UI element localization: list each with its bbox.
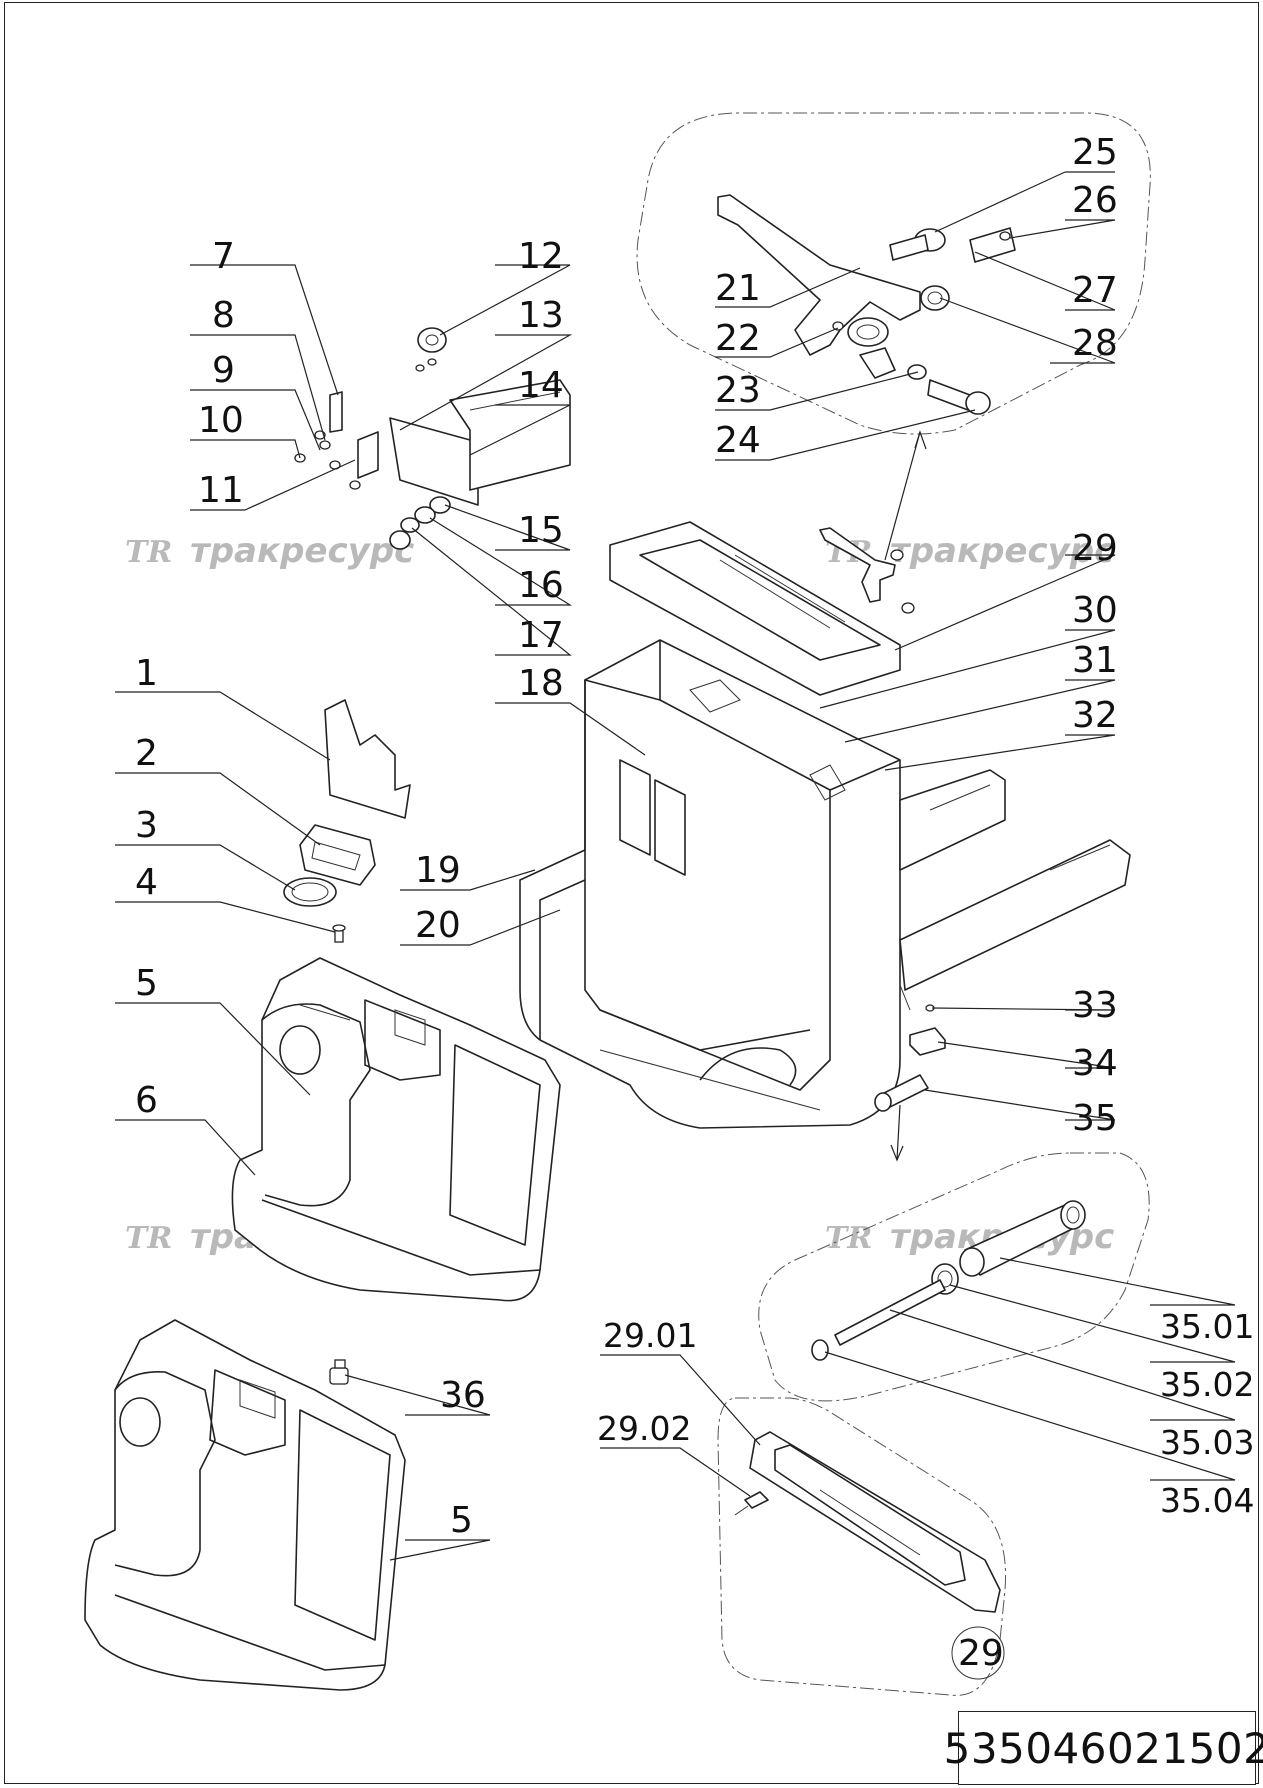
- document-code: 535046021502: [943, 1723, 1263, 1773]
- drawing-frame: [4, 2, 1259, 1784]
- label-part-31: 31: [1072, 640, 1118, 681]
- label-part-11: 11: [198, 470, 244, 511]
- label-part-23: 23: [715, 370, 761, 411]
- label-part-36: 36: [440, 1375, 486, 1416]
- label-part-5-upper: 5: [135, 963, 158, 1004]
- label-part-21: 21: [715, 268, 761, 309]
- part-1-bracket: [324, 699, 411, 819]
- label-part-35-03: 35.03: [1160, 1423, 1254, 1462]
- watermark-1: TR тракресурс: [125, 531, 414, 571]
- cover-detail-outline: [717, 1397, 1007, 1696]
- part-2-grommet: [299, 824, 376, 886]
- part-4-screw: [332, 924, 346, 943]
- label-part-29-callout: 29: [958, 1633, 1004, 1674]
- label-part-15: 15: [518, 510, 564, 551]
- cylinder-detail: [811, 1200, 1086, 1361]
- label-part-2: 2: [135, 733, 158, 774]
- label-part-7: 7: [212, 236, 235, 277]
- label-part-13: 13: [518, 295, 564, 336]
- chassis-frame: [519, 639, 1131, 1129]
- label-part-1: 1: [135, 653, 158, 694]
- label-part-19: 19: [415, 850, 461, 891]
- watermark-2: TR тракресурс: [825, 531, 1114, 571]
- label-part-12: 12: [518, 236, 564, 277]
- label-part-3: 3: [135, 805, 158, 846]
- label-part-10: 10: [198, 400, 244, 441]
- leader-lines: [115, 171, 1236, 1561]
- label-part-35: 35: [1072, 1098, 1118, 1139]
- label-part-27: 27: [1072, 270, 1118, 311]
- label-part-6: 6: [135, 1080, 158, 1121]
- label-part-24: 24: [715, 420, 761, 461]
- label-part-18: 18: [518, 663, 564, 704]
- label-part-14: 14: [518, 365, 564, 406]
- part-labels: 7 8 9 10 11 1 2 3 4 5 6 36 5 12 13 14 15…: [135, 132, 1254, 1680]
- label-part-16: 16: [518, 565, 564, 606]
- label-part-28: 28: [1072, 323, 1118, 364]
- label-part-29-02: 29.02: [597, 1409, 691, 1448]
- label-part-35-04: 35.04: [1160, 1481, 1254, 1520]
- cover-29-detail: [734, 1431, 1001, 1613]
- label-part-30: 30: [1072, 590, 1118, 631]
- part-35-cylinder-small: [874, 1074, 929, 1112]
- part-34-block: [909, 1027, 946, 1056]
- document-code-box: 535046021502: [944, 1711, 1263, 1785]
- part-5-body-cover-lower: [84, 1319, 406, 1691]
- watermark-text: тракресурс: [190, 531, 414, 571]
- label-part-29: 29: [1072, 528, 1118, 569]
- label-part-25: 25: [1072, 132, 1118, 173]
- cover-29-callout-circle: [951, 1626, 1005, 1680]
- part-3-ring: [283, 877, 337, 907]
- label-part-32: 32: [1072, 695, 1118, 736]
- handle-mechanism-detail: [717, 194, 1016, 415]
- label-part-8: 8: [212, 295, 235, 336]
- mounting-bracket-cluster: [294, 327, 571, 550]
- label-part-29-01: 29.01: [603, 1316, 697, 1355]
- label-part-22: 22: [715, 318, 761, 359]
- label-part-5-lower: 5: [450, 1500, 473, 1541]
- label-part-20: 20: [415, 905, 461, 946]
- watermark-logo: TR: [125, 1221, 172, 1256]
- label-part-33: 33: [1072, 985, 1118, 1026]
- label-part-34: 34: [1072, 1043, 1118, 1084]
- label-part-4: 4: [135, 862, 158, 903]
- label-part-26: 26: [1072, 180, 1118, 221]
- label-part-35-02: 35.02: [1160, 1365, 1254, 1404]
- label-part-35-01: 35.01: [1160, 1307, 1254, 1346]
- part-5-body-cover-upper: [231, 957, 561, 1302]
- watermark-text: тракресурс: [890, 531, 1114, 571]
- label-part-17: 17: [518, 615, 564, 656]
- top-cover-tray: [609, 521, 901, 696]
- watermark-logo: TR: [825, 1221, 872, 1256]
- handle-assembly-detail-outline: [636, 112, 1151, 435]
- cylinder-detail-outline: [758, 1152, 1150, 1402]
- label-part-9: 9: [212, 350, 235, 391]
- handle-preview-small: [819, 527, 915, 614]
- part-36-switch: [329, 1359, 349, 1385]
- watermark-logo: TR: [125, 535, 172, 570]
